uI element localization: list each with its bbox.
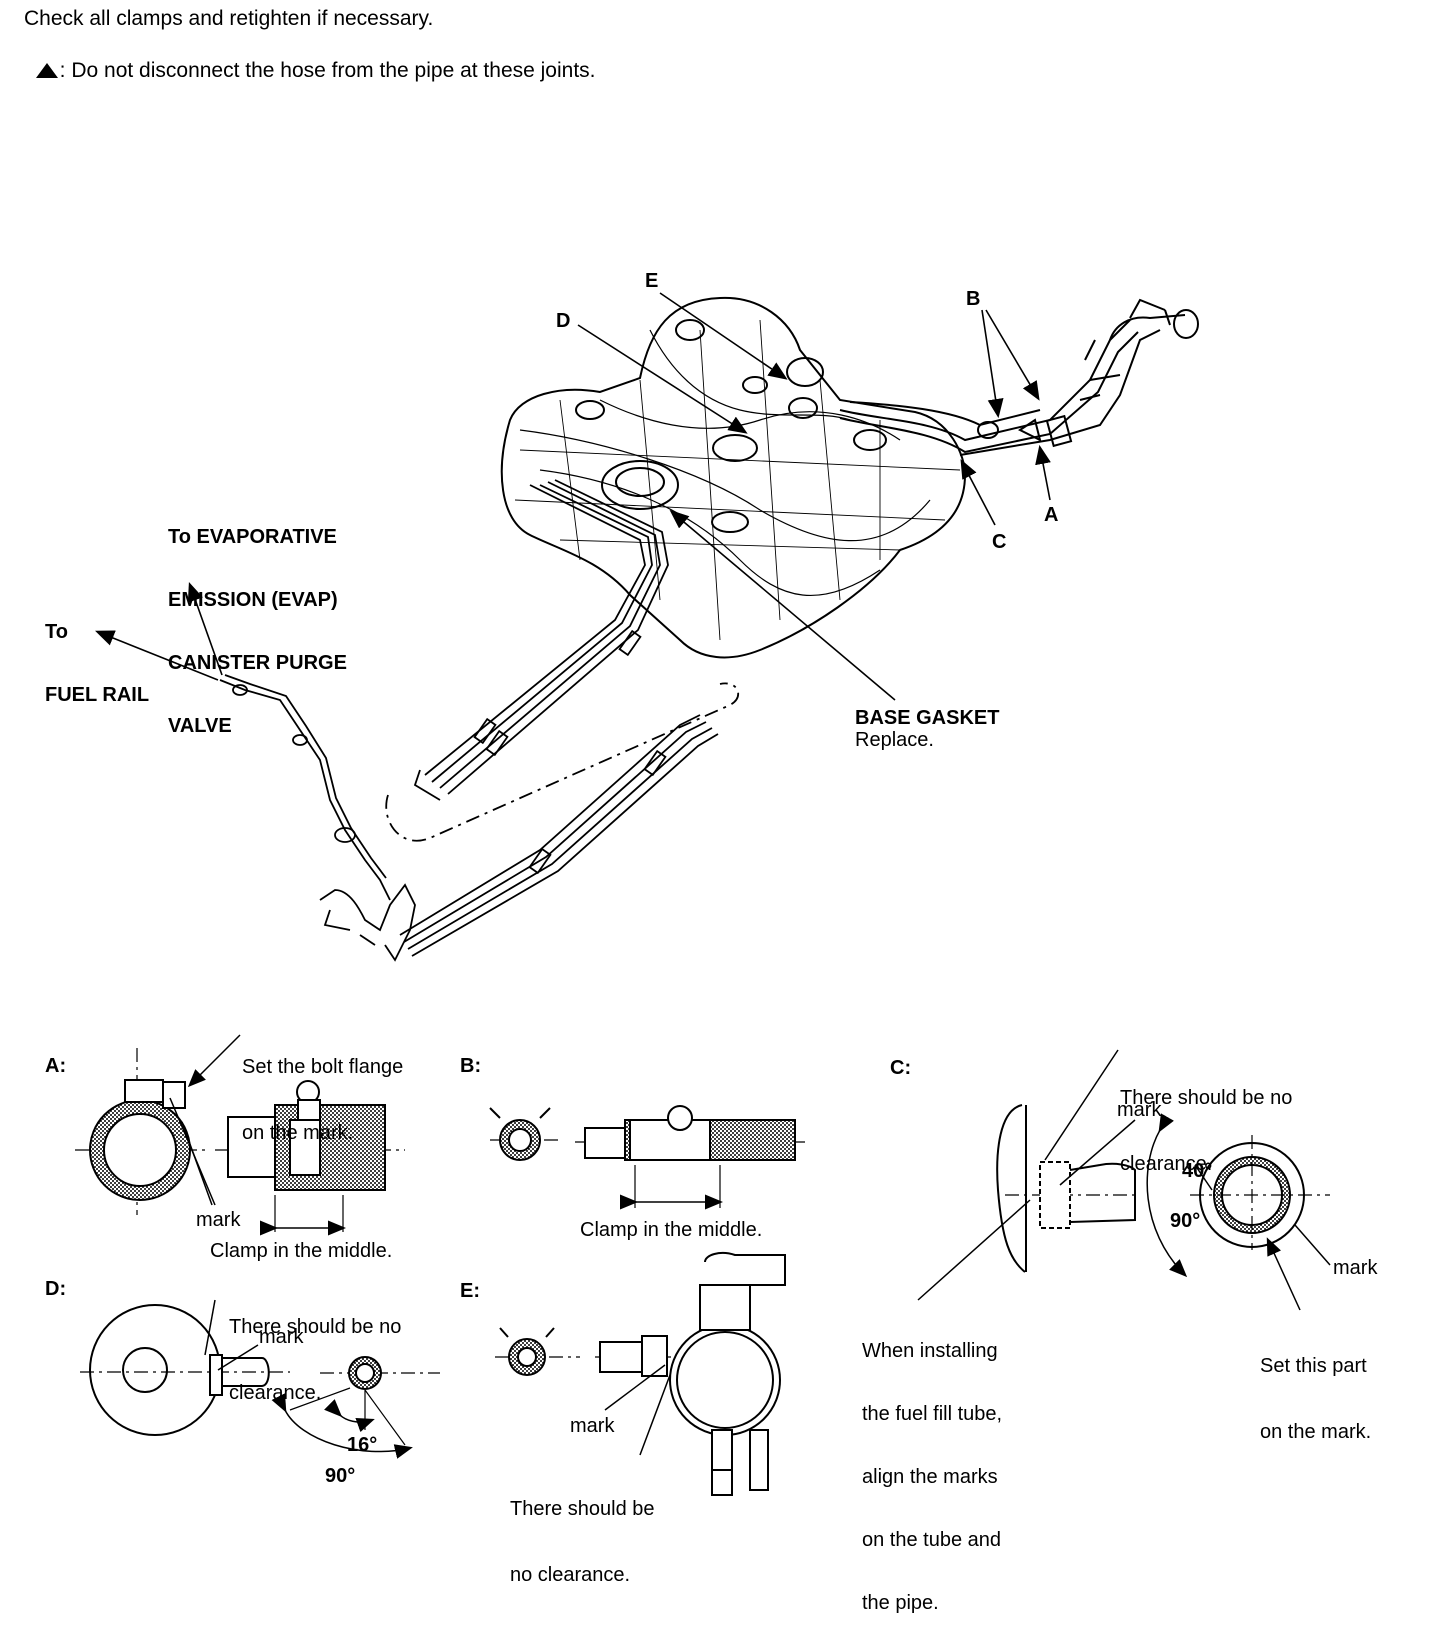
detail-d-angle-90: 90° xyxy=(325,1465,356,1487)
detail-a-flange-note: Set the bolt flange on the mark. xyxy=(242,1056,404,1144)
filler-pipe-drawing xyxy=(839,298,1199,456)
base-gasket-note: Replace. xyxy=(855,729,934,751)
instruction-line-2-text: : Do not disconnect the hose from the pi… xyxy=(59,59,596,82)
detail-d-tag: D: xyxy=(45,1278,67,1300)
fuel-rail-label: To FUEL RAIL xyxy=(45,621,150,706)
detail-c-install-note: When installing the fuel fill tube, alig… xyxy=(862,1340,1003,1614)
detail-a-mark: mark xyxy=(196,1209,241,1231)
fuel-tank-drawing xyxy=(500,296,967,659)
detail-c-tag: C: xyxy=(890,1057,912,1079)
detail-c-set-part: Set this part on the mark. xyxy=(1260,1355,1372,1443)
detail-b-tag: B: xyxy=(460,1055,482,1077)
instruction-line-1: Check all clamps and retighten if necess… xyxy=(24,7,434,30)
detail-c-angle-90: 90° xyxy=(1170,1210,1201,1232)
detail-d-angle-16: 16° xyxy=(347,1434,378,1456)
detail-e-mark: mark xyxy=(570,1415,615,1437)
detail-c-mark-top: mark xyxy=(1117,1099,1162,1121)
label-c: C xyxy=(992,531,1007,553)
detail-d-mark: mark xyxy=(259,1326,304,1348)
detail-c-mark-right: mark xyxy=(1333,1257,1378,1279)
label-d: D xyxy=(556,310,571,332)
detail-b-clamp: Clamp in the middle. xyxy=(580,1219,763,1241)
detail-b-drawing xyxy=(489,1105,805,1210)
warning-triangle-icon xyxy=(35,63,58,78)
evap-label: To EVAPORATIVE EMISSION (EVAP) CANISTER … xyxy=(168,526,347,737)
detail-e-clearance: There should be no clearance. xyxy=(510,1498,655,1586)
detail-a-tag: A: xyxy=(45,1055,67,1077)
label-a: A xyxy=(1044,504,1059,526)
detail-a-clamp: Clamp in the middle. xyxy=(210,1240,393,1262)
detail-e-tag: E: xyxy=(460,1280,480,1302)
detail-a-drawing xyxy=(75,1034,405,1236)
fuel-system-diagram xyxy=(75,292,1331,1496)
detail-c-drawing xyxy=(917,1049,1331,1311)
detail-c-angle-40: 40° xyxy=(1182,1160,1213,1182)
leader-lines xyxy=(95,292,1051,701)
detail-d-clearance: There should be no clearance. xyxy=(229,1316,402,1404)
instruction-line-2: : Do not disconnect the hose from the pi… xyxy=(24,38,596,82)
fuel-lines-drawing xyxy=(219,479,740,962)
detail-e-drawing xyxy=(495,1252,786,1496)
label-e: E xyxy=(645,270,659,292)
detail-c-clearance: There should be no clearance. xyxy=(1120,1087,1293,1175)
detail-d-drawing xyxy=(80,1299,440,1459)
label-b: B xyxy=(966,288,981,310)
base-gasket-title: BASE GASKET xyxy=(855,707,1000,729)
